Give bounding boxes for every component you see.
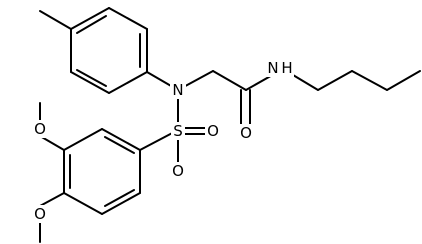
atom-label: S — [173, 122, 183, 140]
bond — [101, 128, 141, 151]
atom-N-aryl: N — [170, 81, 186, 99]
atom-O-methoxy-upper: O — [32, 120, 48, 138]
bond — [39, 192, 65, 207]
bond — [63, 192, 103, 215]
bond — [317, 70, 353, 91]
bond — [212, 70, 247, 91]
atom-NH-amide: N H — [266, 59, 294, 77]
atom-label: O — [240, 124, 252, 142]
atom-label: O — [34, 120, 46, 138]
atom-O-methoxy-lower: O — [32, 205, 48, 223]
bond — [101, 192, 141, 215]
atom-label: O — [207, 122, 219, 140]
atom-label: N — [267, 59, 278, 77]
atom-label: H — [281, 59, 292, 77]
atom-S: S — [171, 122, 185, 140]
atom-label: N — [172, 81, 183, 99]
atom-O-sulfonyl-down: O — [170, 162, 186, 180]
bond — [108, 7, 148, 30]
bond — [104, 189, 135, 207]
tolyl-ring — [70, 7, 148, 94]
bond — [351, 70, 388, 91]
atom-label: O — [172, 162, 184, 180]
bond — [76, 15, 107, 34]
bond — [39, 135, 65, 151]
bond — [70, 7, 110, 30]
bond — [76, 69, 107, 87]
dimethoxyphenyl-ring — [63, 128, 141, 215]
atom-O-amide: O — [238, 124, 254, 142]
bond — [63, 128, 103, 151]
atom-O-sulfonyl-right: O — [205, 122, 221, 140]
bond — [386, 70, 421, 91]
bond — [104, 136, 135, 154]
bond — [70, 71, 110, 94]
bond — [108, 71, 148, 94]
atom-label: O — [34, 205, 46, 223]
methyl-bond — [39, 10, 72, 30]
